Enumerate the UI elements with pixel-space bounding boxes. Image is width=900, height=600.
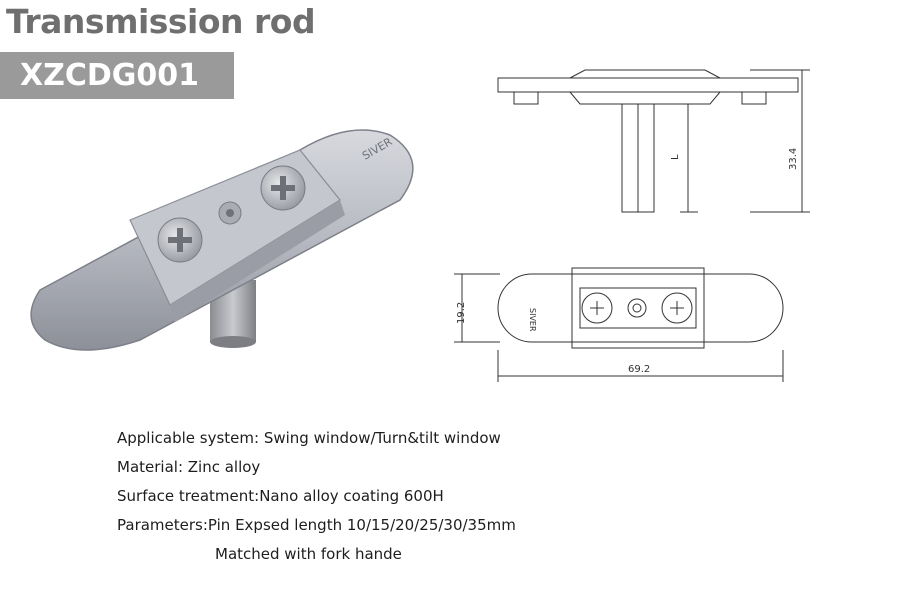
specifications: Applicable system: Swing window/Turn&til… — [117, 424, 516, 569]
spec-material: Material: Zinc alloy — [117, 458, 261, 476]
model-code: XZCDG001 — [20, 58, 200, 93]
spec-parameters: Parameters:Pin Expsed length 10/15/20/25… — [117, 516, 516, 534]
top-view-drawing: 19.2 69.2 SIVER — [454, 267, 784, 382]
pin-length-label: L — [670, 154, 681, 160]
product-title: Transmission rod — [6, 2, 316, 41]
length-dimension: 69.2 — [628, 364, 650, 375]
spec-applicable-system: Applicable system: Swing window/Turn&til… — [117, 429, 501, 447]
height-dimension: 33.4 — [788, 148, 799, 170]
side-view-drawing: L 33.4 — [497, 69, 810, 213]
model-code-badge: XZCDG001 — [0, 52, 234, 99]
spec-surface-treatment: Surface treatment:Nano alloy coating 600… — [117, 487, 444, 505]
width-dimension: 19.2 — [456, 302, 467, 324]
spec-matched-with: Matched with fork hande — [215, 545, 402, 563]
product-photo: SIVER — [30, 129, 414, 351]
logo-mark: SIVER — [528, 308, 537, 332]
